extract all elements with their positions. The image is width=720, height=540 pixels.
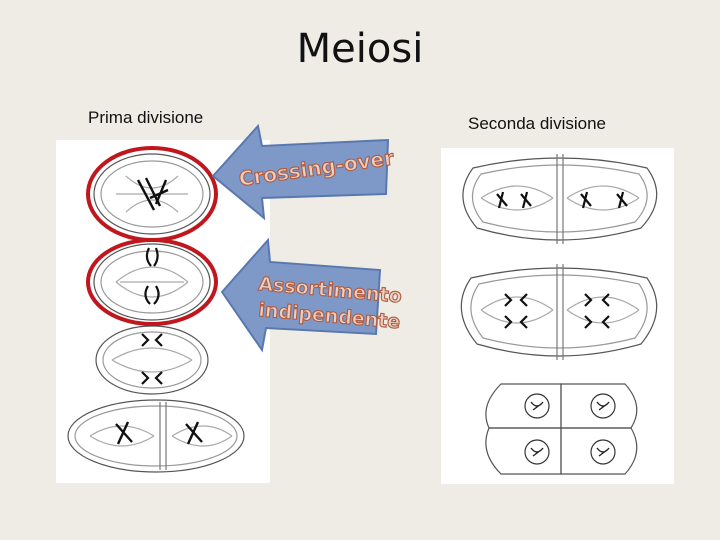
cell-metaphase-1 — [93, 243, 211, 321]
assortment-label-line2: indipendente — [258, 299, 402, 333]
cell-anaphase-1 — [95, 325, 209, 395]
cell-telophase-2 — [485, 383, 638, 475]
first-division-heading: Prima divisione — [88, 108, 204, 127]
cell-metaphase-2 — [462, 154, 658, 244]
assortment-label-line1: Assortimento — [258, 273, 403, 307]
slide-title: Meiosi — [296, 26, 424, 72]
cell-prophase-1 — [93, 153, 211, 235]
second-division-panel — [441, 148, 674, 484]
second-division-illustration — [460, 154, 658, 475]
first-division-panel — [56, 140, 270, 483]
first-division-illustration — [67, 153, 245, 473]
cell-telophase-1 — [67, 399, 245, 473]
second-division-heading: Seconda divisione — [468, 114, 606, 133]
cell-anaphase-2 — [460, 264, 658, 360]
